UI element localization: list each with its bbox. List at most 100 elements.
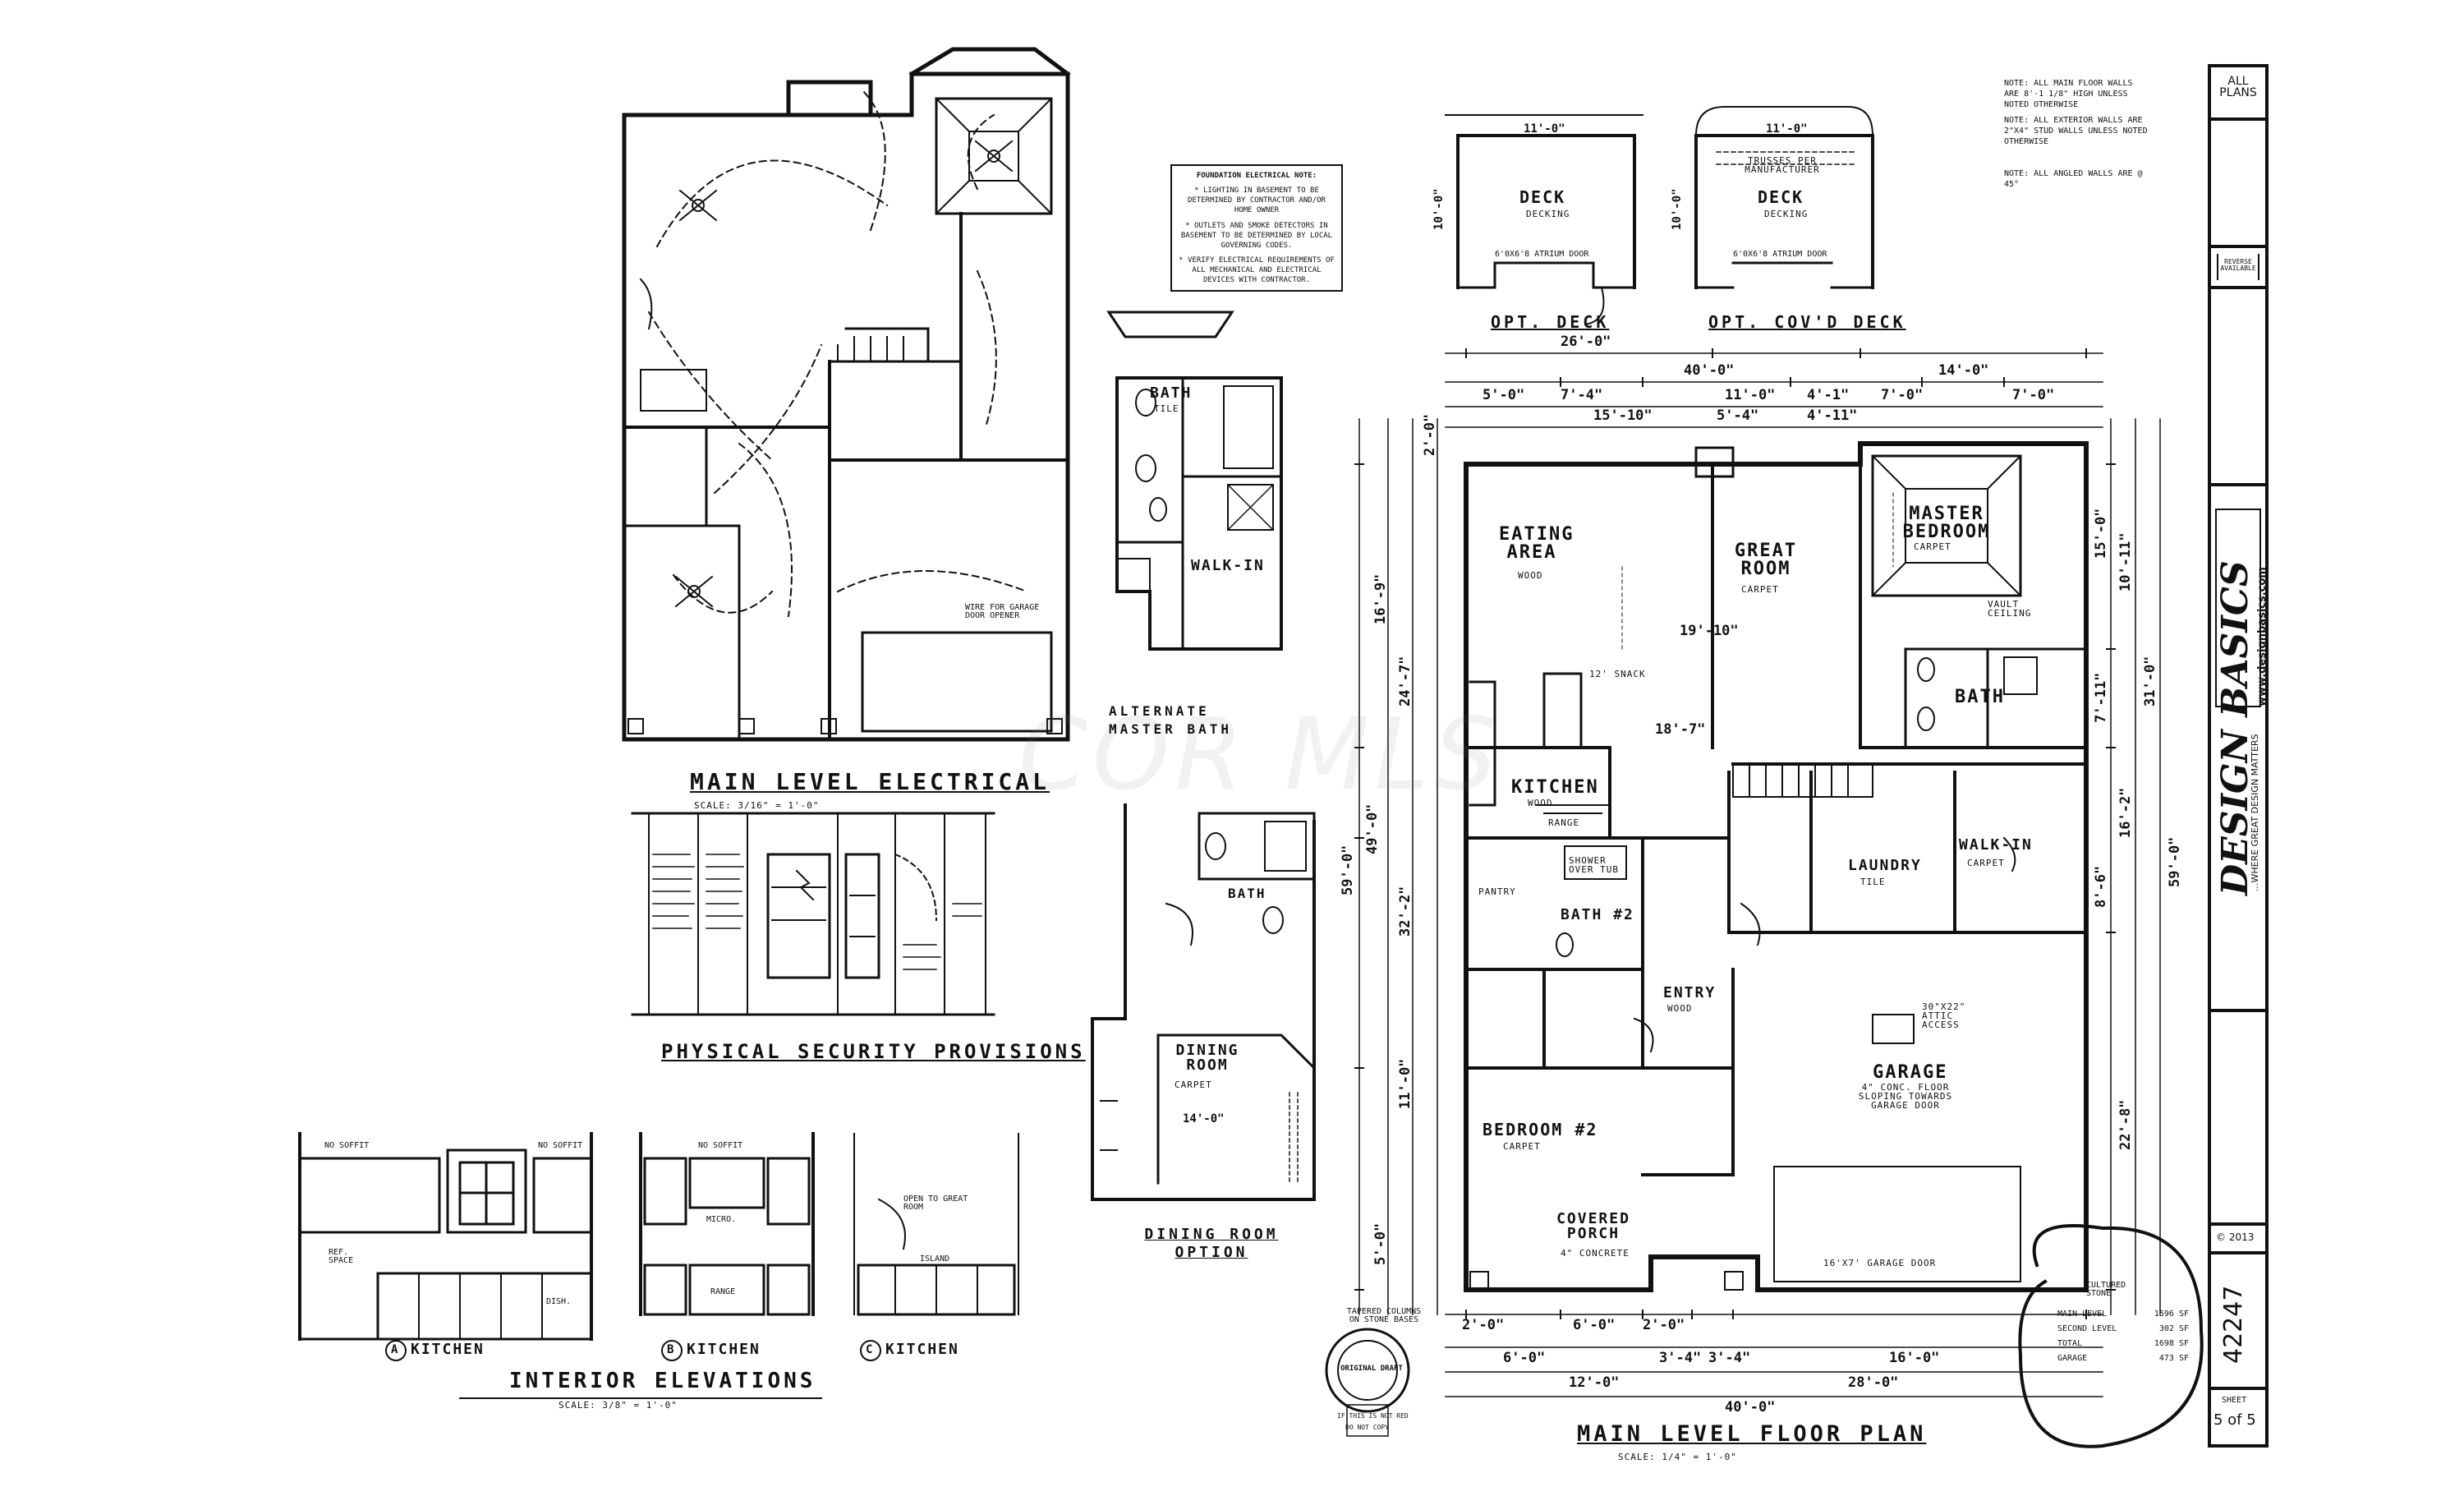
electrical-notes-box: FOUNDATION ELECTRICAL NOTE: * LIGHTING I…	[1170, 164, 1343, 292]
dim-bot-28: 28'-0"	[1848, 1374, 1899, 1391]
alt-walkin-label: WALK-IN	[1191, 557, 1265, 574]
area-total-value: 1698 sf	[2154, 1339, 2189, 1348]
dim-bot-2a: 2'-0"	[1462, 1317, 1505, 1333]
tb-year: © 2013	[2216, 1231, 2255, 1243]
elev-c-island: ISLAND	[920, 1254, 950, 1264]
room-pantry: PANTRY	[1478, 886, 1516, 897]
room-great-dim: 19'-10"	[1680, 623, 1739, 639]
dim-top-7-4: 7'-4"	[1561, 387, 1603, 403]
area-garage-label: GARAGE	[2057, 1354, 2088, 1363]
elev-b-no-soffit: NO SOFFIT	[698, 1141, 743, 1150]
elev-a-no-soffit-right: NO SOFFIT	[538, 1141, 583, 1150]
dim-right-59: 59'-0"	[2167, 836, 2183, 887]
electrical-note-2: * OUTLETS AND SMOKE DETECTORS IN BASEMEN…	[1180, 221, 1333, 250]
room-great-dim-2: 18'-7"	[1655, 721, 1706, 738]
room-entry-floor: WOOD	[1667, 1003, 1693, 1014]
dim-bot-6a: 6'-0"	[1573, 1317, 1616, 1333]
dim-top-14: 14'-0"	[1938, 362, 1989, 379]
deck-2-dim: 11'-0"	[1766, 122, 1808, 136]
title-alt-master-bath: ALTERNATE MASTER BATH	[1109, 703, 1232, 738]
title-opt-covd-deck: OPT. COV'D DECK	[1708, 312, 1906, 332]
interior-elevations	[298, 1132, 1019, 1399]
elev-c-open-to: OPEN TO GREAT ROOM	[903, 1194, 968, 1212]
deck-1-dim: 11'-0"	[1524, 122, 1565, 136]
dim-bot-6b: 6'-0"	[1503, 1350, 1546, 1366]
area-garage-value: 473 sf	[2158, 1354, 2189, 1363]
dining-bath-label: BATH	[1228, 886, 1266, 901]
room-covered-porch: COVERED PORCH	[1556, 1210, 1630, 1242]
room-bedroom-2-floor: CARPET	[1503, 1141, 1541, 1152]
room-great: GREAT ROOM	[1734, 541, 1798, 579]
tb-sheet-label: SHEET	[2222, 1396, 2247, 1405]
deck-2-dim-side: 10'-0"	[1671, 188, 1684, 230]
dim-bot-40: 40'-0"	[1725, 1399, 1776, 1415]
dim-left-24-7: 24'-7"	[1397, 656, 1414, 707]
dim-left-32-2: 32'-2"	[1397, 886, 1414, 937]
watermark: COR MLS	[1018, 698, 1502, 812]
room-kitchen-floor: WOOD	[1528, 798, 1553, 808]
alt-bath-floor: TILE	[1154, 403, 1179, 414]
dining-room-dim: 14'-0"	[1183, 1112, 1225, 1125]
dim-bot-16: 16'-0"	[1889, 1350, 1940, 1366]
dim-right-8-6: 8'-6"	[2093, 865, 2109, 908]
electrical-plan	[622, 47, 1071, 742]
dim-right-10-11: 10'-11"	[2117, 532, 2134, 591]
deck-1-dim-side: 10'-0"	[1432, 188, 1446, 230]
title-main-electrical: MAIN LEVEL ELECTRICAL	[690, 768, 1050, 795]
room-porch-tapered: TAPERED COLUMNS ON STONE BASES	[1346, 1307, 1422, 1324]
dim-top-5: 5'-0"	[1483, 387, 1525, 403]
room-garage-attic: 30"X22" ATTIC ACCESS	[1922, 1001, 1966, 1030]
electrical-notes-heading: FOUNDATION ELECTRICAL NOTE:	[1196, 172, 1317, 180]
title-main-floor-plan: MAIN LEVEL FLOOR PLAN	[1577, 1421, 1927, 1447]
deck-2-label: DECK	[1758, 187, 1804, 207]
dim-right-22-8: 22'-8"	[2117, 1099, 2134, 1150]
dim-bot-2b: 2'-0"	[1643, 1317, 1685, 1333]
tb-tagline: ...WHERE GREAT DESIGN MATTERS	[2250, 734, 2260, 891]
dim-top-4-1: 4'-1"	[1807, 387, 1850, 403]
stamp-warn-1: IF THIS IS NOT RED	[1337, 1412, 1409, 1420]
dining-option	[1091, 803, 1316, 1201]
room-laundry-floor: TILE	[1860, 877, 1886, 887]
dim-left-49: 49'-0"	[1364, 803, 1381, 854]
deck-1-label: DECK	[1519, 187, 1566, 207]
elev-a-ref: REF. SPACE	[329, 1248, 354, 1265]
deck-2-trusses: TRUSSES PER MANUFACTURER	[1745, 155, 1820, 175]
room-master-vault: VAULT CEILING	[1988, 599, 2032, 619]
scale-elevations: SCALE: 3/8" = 1'-0"	[559, 1400, 678, 1411]
room-walkin: WALK-IN	[1959, 836, 2033, 854]
room-laundry: LAUNDRY	[1848, 857, 1922, 874]
elev-a-label: KITCHEN	[411, 1341, 485, 1358]
dim-bot-3-4a: 3'-4"	[1659, 1350, 1702, 1366]
room-kitchen-snack: 12' SNACK	[1589, 669, 1646, 679]
dim-right-31: 31'-0"	[2142, 656, 2158, 707]
elev-c-label: KITCHEN	[885, 1341, 959, 1358]
tb-sheet-no: 5 of 5	[2213, 1411, 2256, 1429]
deck-1-decking: DECKING	[1526, 209, 1570, 219]
area-row-total: TOTAL 1698 sf	[2057, 1340, 2189, 1348]
room-bath-2-shower: SHOWER OVER TUB	[1569, 855, 1619, 875]
dim-right-15: 15'-0"	[2093, 508, 2109, 559]
elev-c-letter: C	[866, 1343, 873, 1356]
tb-plan-no: 42247	[2219, 1285, 2248, 1364]
alt-bath-label: BATH	[1150, 384, 1193, 402]
tb-all-plans: ALL PLANS	[2219, 75, 2257, 99]
room-garage-note: 4" CONC. FLOOR SLOPING TOWARDS GARAGE DO…	[1858, 1082, 1953, 1111]
tb-web: www.designbasics.com	[2256, 567, 2269, 707]
electrical-note-3: * VERIFY ELECTRICAL REQUIREMENTS OF ALL …	[1179, 255, 1335, 285]
title-opt-deck: OPT. DECK	[1491, 312, 1610, 332]
general-note-2: NOTE: ALL EXTERIOR WALLS ARE 2"X4" STUD …	[2004, 116, 2148, 146]
area-main-value: 1596 sf	[2154, 1310, 2189, 1319]
title-block-frame	[2208, 64, 2269, 1448]
area-table: MAIN LEVEL 1596 sf SECOND LEVEL 302 sf T…	[2057, 1310, 2189, 1363]
dim-bot-3-4b: 3'-4"	[1708, 1350, 1751, 1366]
opt-decks	[1445, 106, 1874, 326]
dim-left-2: 2'-0"	[1422, 413, 1438, 456]
elev-a-letter: A	[391, 1343, 398, 1356]
stamp-text: ORIGINAL DRAFT	[1340, 1365, 1403, 1373]
elev-b-letter: B	[667, 1343, 674, 1356]
dim-right-16-2: 16'-2"	[2117, 787, 2134, 838]
area-main-label: MAIN LEVEL	[2057, 1310, 2108, 1319]
security-elevation	[631, 812, 995, 1016]
dim-top-7a: 7'-0"	[1881, 387, 1924, 403]
